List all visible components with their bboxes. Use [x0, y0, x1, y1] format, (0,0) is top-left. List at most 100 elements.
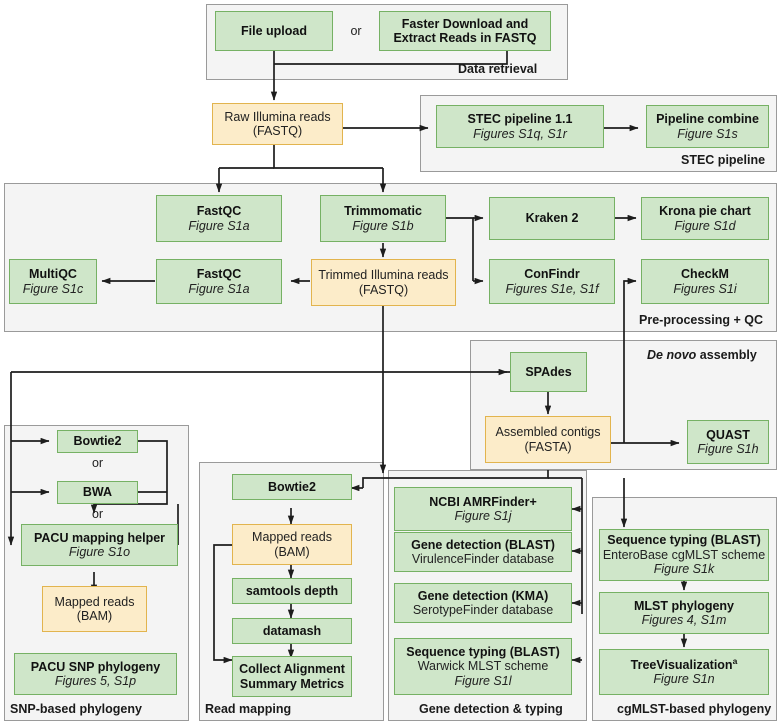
node-krona-pie-chart[interactable]: Krona pie chart Figure S1d: [641, 197, 769, 240]
mlst-phylogeny-line1: MLST phylogeny: [634, 598, 734, 613]
node-bowtie2-snp[interactable]: Bowtie2: [57, 430, 138, 453]
fastqc-raw-line1: FastQC: [196, 204, 242, 218]
node-mapped-reads-snp[interactable]: Mapped reads (BAM): [42, 586, 147, 632]
pacu-snp-line2: Figures 5, S1p: [54, 674, 137, 688]
raw-reads-line2: (FASTQ): [252, 124, 303, 138]
node-fastqc-trimmed[interactable]: FastQC Figure S1a: [156, 259, 282, 304]
seqtype-cgmlst-line1: Sequence typing (BLAST): [607, 533, 761, 548]
node-sequence-typing-warwick[interactable]: Sequence typing (BLAST) Warwick MLST sch…: [394, 638, 572, 695]
stec-pipeline-11-line1: STEC pipeline 1.1: [467, 112, 573, 126]
faster-download-line2: Extract Reads in FASTQ: [393, 31, 537, 45]
node-gene-detection-kma[interactable]: Gene detection (KMA) SerotypeFinder data…: [394, 583, 572, 623]
treevisualization-footnote: a: [732, 655, 738, 666]
node-ncbi-amrfinder[interactable]: NCBI AMRFinder+ Figure S1j: [394, 487, 572, 531]
or-label-1: or: [91, 456, 104, 470]
node-stec-pipeline-11[interactable]: STEC pipeline 1.1 Figures S1q, S1r: [436, 105, 604, 148]
amrfinder-line2: Figure S1j: [454, 509, 512, 523]
bowtie2-rm-label: Bowtie2: [268, 479, 316, 494]
quast-line1: QUAST: [706, 427, 750, 442]
gene-blast-line2: VirulenceFinder database: [411, 552, 555, 566]
panel-label-gene-detection-typing: Gene detection & typing: [419, 702, 563, 716]
node-samtools-depth[interactable]: samtools depth: [232, 578, 352, 604]
node-datamash[interactable]: datamash: [232, 618, 352, 644]
bwa-label: BWA: [82, 485, 113, 500]
node-file-upload[interactable]: File upload: [215, 11, 333, 51]
or-label-top: or: [350, 24, 362, 38]
trimmomatic-line1: Trimmomatic: [344, 204, 422, 218]
de-novo-em: De novo: [647, 348, 697, 362]
node-pacu-snp-phylogeny[interactable]: PACU SNP phylogeny Figures 5, S1p: [14, 653, 177, 695]
node-checkm[interactable]: CheckM Figures S1i: [641, 259, 769, 304]
node-confindr[interactable]: ConFindr Figures S1e, S1f: [489, 259, 615, 304]
gene-kma-line2: SerotypeFinder database: [412, 603, 554, 617]
kraken2-label: Kraken 2: [525, 211, 579, 226]
node-collect-alignment-metrics[interactable]: Collect Alignment Summary Metrics: [232, 656, 352, 697]
spades-label: SPAdes: [525, 364, 572, 379]
checkm-line1: CheckM: [681, 267, 729, 281]
node-assembled-contigs[interactable]: Assembled contigs (FASTA): [485, 416, 611, 463]
node-multiqc[interactable]: MultiQC Figure S1c: [9, 259, 97, 304]
treevisualization-line2: Figure S1n: [653, 672, 715, 686]
panel-label-data-retrieval: Data retrieval: [458, 62, 538, 76]
node-mlst-phylogeny[interactable]: MLST phylogeny Figures 4, S1m: [599, 592, 769, 634]
trimmed-reads-line1: Trimmed Illumina reads: [318, 268, 449, 282]
node-spades[interactable]: SPAdes: [510, 352, 587, 392]
fastqc-raw-line2: Figure S1a: [188, 218, 250, 233]
mapped-reads-rm-line1: Mapped reads: [252, 530, 332, 544]
pacu-snp-line1: PACU SNP phylogeny: [30, 659, 161, 674]
krona-line1: Krona pie chart: [659, 204, 751, 218]
contigs-line1: Assembled contigs: [495, 425, 601, 439]
node-faster-download[interactable]: Faster Download and Extract Reads in FAS…: [379, 11, 551, 51]
panel-label-de-novo-assembly: De novo assembly: [647, 348, 757, 362]
panel-label-stec-pipeline: STEC pipeline: [681, 153, 766, 167]
node-sequence-typing-cgmlst[interactable]: Sequence typing (BLAST) EnteroBase cgMLS…: [599, 529, 769, 581]
node-pipeline-combine[interactable]: Pipeline combine Figure S1s: [646, 105, 769, 148]
node-bwa[interactable]: BWA: [57, 481, 138, 504]
panel-label-read-mapping: Read mapping: [205, 702, 292, 716]
confindr-line1: ConFindr: [524, 267, 580, 281]
panel-label-snp-phylogeny: SNP-based phylogeny: [10, 702, 142, 716]
mapped-reads-rm-line2: (BAM): [274, 544, 310, 559]
node-gene-detection-blast[interactable]: Gene detection (BLAST) VirulenceFinder d…: [394, 532, 572, 572]
node-raw-reads[interactable]: Raw Illumina reads (FASTQ): [212, 103, 343, 145]
datamash-label: datamash: [262, 623, 322, 638]
mapped-reads-snp-line2: (BAM): [76, 609, 113, 623]
collect-metrics-line1: Collect Alignment: [239, 662, 345, 676]
faster-download-line1: Faster Download and: [401, 16, 529, 31]
quast-line2: Figure S1h: [697, 442, 759, 456]
gene-blast-line1: Gene detection (BLAST): [411, 537, 555, 552]
stec-pipeline-11-line2: Figures S1q, S1r: [473, 126, 567, 141]
collect-metrics-line2: Summary Metrics: [239, 676, 345, 691]
seqtype-warwick-line2: Warwick MLST scheme: [417, 659, 549, 674]
de-novo-rest: assembly: [696, 348, 757, 362]
node-mapped-reads-read-mapping[interactable]: Mapped reads (BAM): [232, 524, 352, 565]
raw-reads-line1: Raw Illumina reads: [224, 109, 331, 124]
trimmed-reads-line2: (FASTQ): [358, 282, 409, 297]
node-bowtie2-read-mapping[interactable]: Bowtie2: [232, 474, 352, 500]
fastqc-trimmed-line1: FastQC: [196, 267, 242, 281]
node-trimmed-reads[interactable]: Trimmed Illumina reads (FASTQ): [311, 259, 456, 306]
fastqc-trimmed-line2: Figure S1a: [188, 281, 250, 296]
node-fastqc-raw[interactable]: FastQC Figure S1a: [156, 195, 282, 242]
seqtype-warwick-line3: Figure S1l: [454, 673, 512, 688]
file-upload-label: File upload: [241, 23, 307, 38]
node-pacu-mapping-helper[interactable]: PACU mapping helper Figure S1o: [21, 524, 178, 566]
pacu-helper-line2: Figure S1o: [68, 545, 131, 559]
treevisualization-name: TreeVisualization: [630, 657, 733, 672]
node-quast[interactable]: QUAST Figure S1h: [687, 420, 769, 464]
seqtype-warwick-line1: Sequence typing (BLAST): [406, 644, 560, 659]
samtools-depth-label: samtools depth: [245, 583, 339, 598]
bowtie2-snp-label: Bowtie2: [73, 434, 122, 449]
mlst-phylogeny-line2: Figures 4, S1m: [641, 613, 727, 627]
krona-line2: Figure S1d: [674, 218, 736, 233]
amrfinder-line1: NCBI AMRFinder+: [429, 494, 537, 509]
node-treevisualization[interactable]: TreeVisualizationa Figure S1n: [599, 649, 769, 695]
checkm-line2: Figures S1i: [673, 281, 737, 296]
seqtype-cgmlst-line3: Figure S1k: [653, 562, 715, 577]
or-label-2: or: [91, 507, 104, 521]
node-trimmomatic[interactable]: Trimmomatic Figure S1b: [320, 195, 446, 242]
panel-label-cgmlst-phylogeny: cgMLST-based phylogeny: [617, 702, 772, 716]
node-kraken2[interactable]: Kraken 2: [489, 197, 615, 240]
pipeline-combine-line1: Pipeline combine: [656, 112, 759, 126]
